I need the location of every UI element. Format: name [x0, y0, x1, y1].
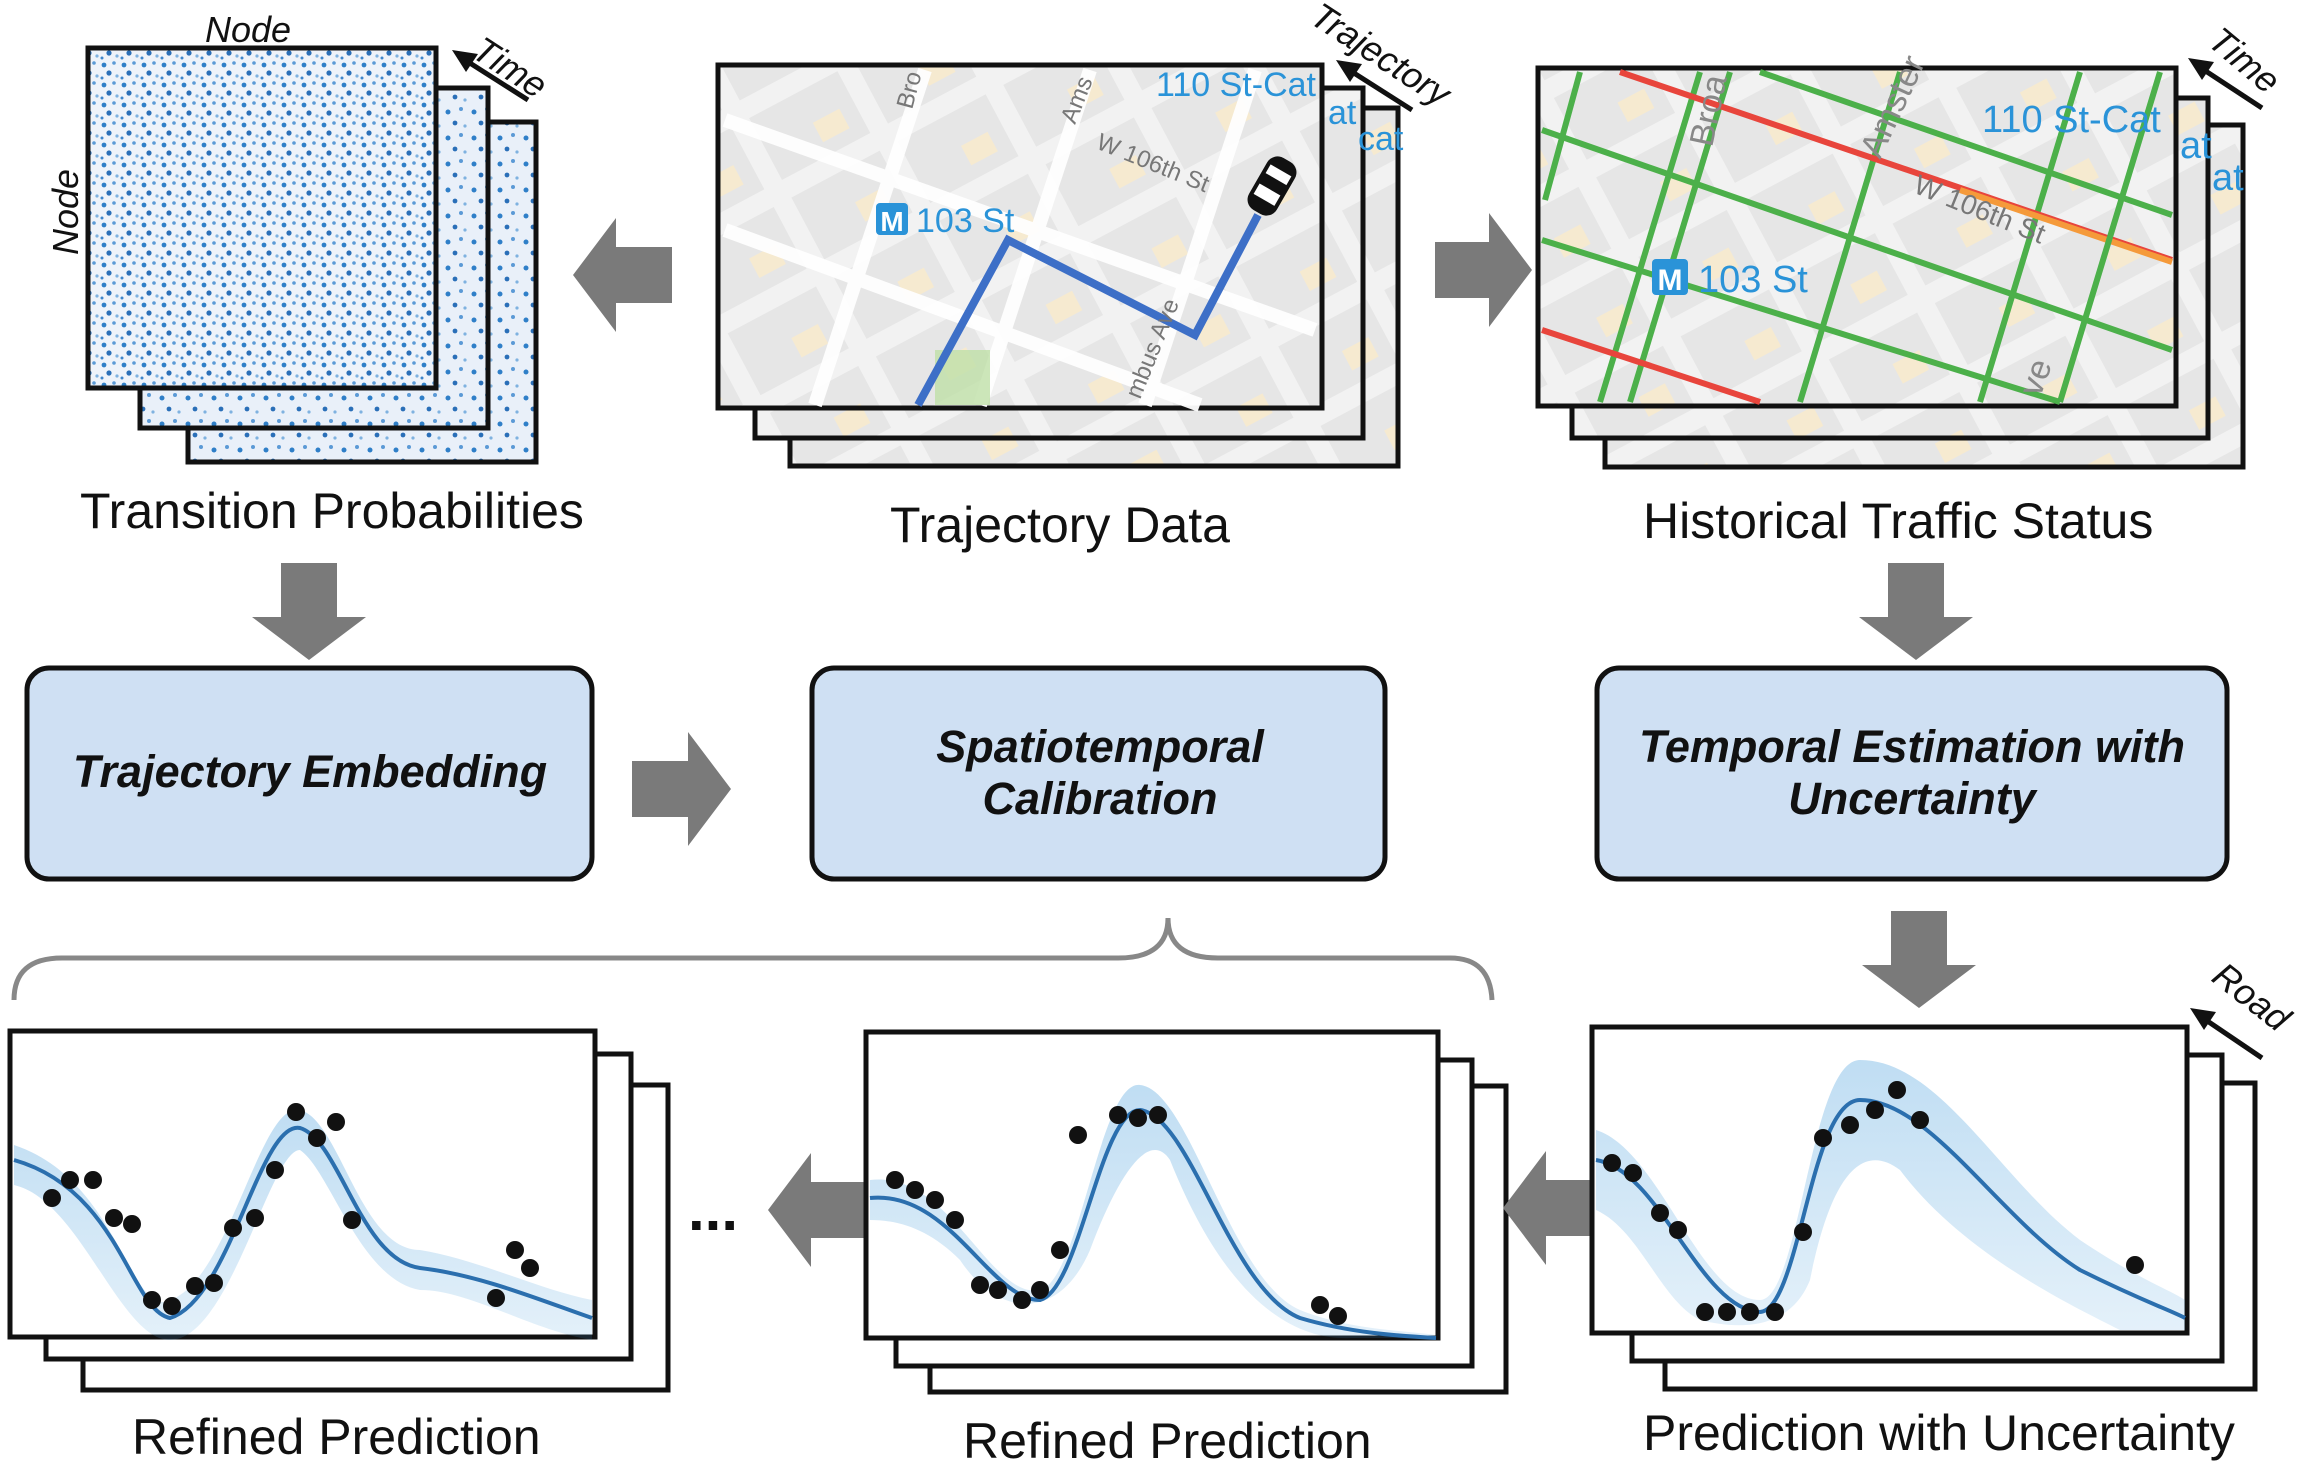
metro-station-icon-label-b: M: [1658, 264, 1683, 297]
transition-probabilities-stack: Node Node Time: [45, 9, 555, 465]
road-arrow-icon: [2190, 1008, 2264, 1061]
map-label-stack-b2: at: [2212, 157, 2244, 199]
curly-brace-icon: [11, 917, 1495, 1001]
right-arrow-icon: [632, 732, 731, 846]
right-arrow-icon: [1435, 213, 1532, 327]
trajectory-arrow-icon: [1336, 60, 1414, 113]
refined-prediction-plot-2: [863, 1029, 1441, 1341]
temporal-estimation-box: Temporal Estimation with Uncertainty: [1594, 665, 2230, 882]
caption-refined-prediction-2: Refined Prediction: [963, 1413, 1372, 1469]
trajectory-data-stack: M 103 St 110 St-Cat at cat Bro Ams W 106…: [715, 0, 1460, 469]
transition-matrix: [85, 45, 439, 391]
trajectory-embedding-label: Trajectory Embedding: [73, 746, 547, 797]
trajectory-embedding-box: Trajectory Embedding: [24, 665, 595, 882]
map-label-destination-b: 110 St-Cat: [1982, 99, 2161, 141]
left-arrow-icon: [768, 1153, 867, 1267]
caption-transition-probabilities: Transition Probabilities: [80, 483, 584, 539]
map-label-stack-1: at: [1328, 94, 1357, 132]
map-label-destination: 110 St-Cat: [1156, 66, 1317, 104]
down-arrow-icon: [252, 563, 366, 660]
map-label-station: 103 St: [916, 202, 1015, 240]
metro-station-icon: M: [1652, 259, 1688, 297]
ellipsis: ...: [688, 1176, 738, 1243]
map-label-stack-b1: at: [2180, 125, 2212, 167]
down-arrow-icon: [1859, 563, 1973, 660]
trajectory-path: [914, 213, 1262, 407]
refined-prediction-stack-2: [863, 1029, 1509, 1395]
time-arrow-icon: [452, 50, 530, 103]
prediction-uncertainty-stack: Road: [1589, 954, 2299, 1392]
left-arrow-icon: [573, 218, 672, 332]
left-arrow-icon: [1503, 1151, 1602, 1265]
down-arrow-icon: [1862, 911, 1976, 1008]
caption-trajectory-data: Trajectory Data: [890, 497, 1230, 553]
axis-label-node-top: Node: [205, 9, 291, 50]
spatiotemporal-calibration-box: Spatiotemporal Calibration: [809, 665, 1388, 882]
caption-prediction-with-uncertainty: Prediction with Uncertainty: [1643, 1405, 2235, 1461]
temporal-estimation-label-line1: Temporal Estimation with: [1639, 721, 2185, 772]
temporal-estimation-label-line2: Uncertainty: [1788, 773, 2038, 824]
caption-historical-traffic-status: Historical Traffic Status: [1643, 493, 2153, 549]
time-arrow-icon: [2188, 58, 2264, 111]
historical-traffic-stack: M 103 St 110 St-Cat at at Broa Amster W …: [1535, 19, 2288, 470]
metro-station-icon-label: M: [880, 206, 903, 237]
car-icon: [1247, 156, 1297, 216]
map-label-station-b: 103 St: [1698, 259, 1808, 301]
caption-refined-prediction-1: Refined Prediction: [132, 1409, 541, 1465]
axis-label-node-side: Node: [45, 169, 86, 255]
refined-prediction-stack-1: [7, 1028, 671, 1393]
trajectory-map: [715, 62, 1325, 411]
axis-label-time-right: Time: [2201, 19, 2288, 102]
metro-station-icon: M: [876, 203, 908, 237]
map-label-stack-2: cat: [1358, 120, 1404, 158]
spatiotemporal-label-line1: Spatiotemporal: [936, 721, 1265, 772]
spatiotemporal-label-line2: Calibration: [982, 773, 1217, 824]
